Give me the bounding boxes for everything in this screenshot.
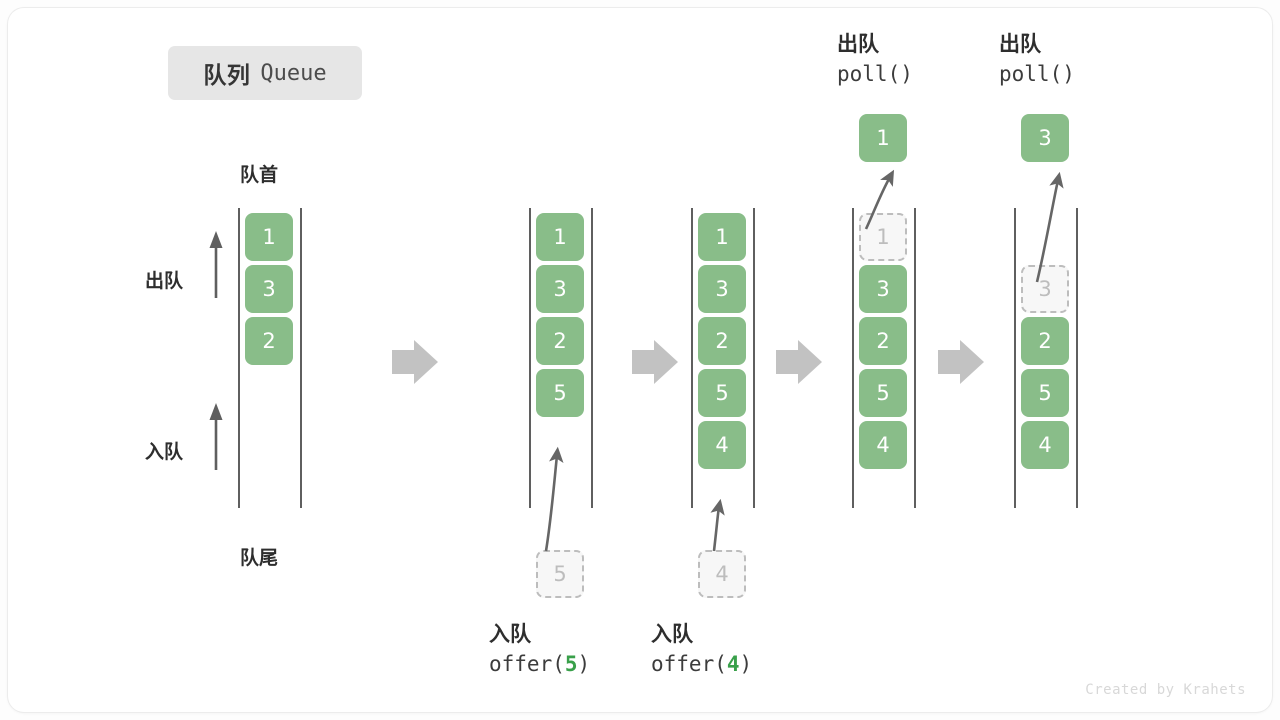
operation-name: 出队 <box>999 33 1041 56</box>
operation-name: 出队 <box>837 33 879 56</box>
diagram-title-badge: 队列 Queue <box>168 46 362 100</box>
queue-element-after-offer-5-3: 5 <box>536 369 584 417</box>
code-prefix: offer( <box>651 651 727 676</box>
queue-element-initial-2: 2 <box>245 317 293 365</box>
title-english: Queue <box>260 60 327 86</box>
queue-rail-left <box>1014 208 1016 508</box>
queue-element-initial-0: 1 <box>245 213 293 261</box>
queue-rail-left <box>238 208 240 508</box>
operation-header-after-poll-1: 出队 poll() <box>837 30 913 90</box>
code-prefix: offer( <box>489 651 565 676</box>
queue-element-after-offer-5-1: 3 <box>536 265 584 313</box>
queue-rail-left <box>529 208 531 508</box>
operation-code: offer(4) <box>651 650 752 680</box>
queue-element-after-poll-3-4: 4 <box>1021 421 1069 469</box>
code-argument: 4 <box>726 651 740 676</box>
queue-element-after-poll-1-4: 4 <box>859 421 907 469</box>
queue-rail-right <box>1076 208 1078 508</box>
queue-head-label: 队首 <box>240 165 279 186</box>
operation-caption-after-offer-5: 入队 offer(5) <box>489 620 590 680</box>
operation-caption-after-offer-4: 入队 offer(4) <box>651 620 752 680</box>
queue-rail-right <box>914 208 916 508</box>
code-suffix: ) <box>577 651 591 676</box>
queue-element-after-poll-3-1: 3 <box>1021 265 1069 313</box>
operation-name: 入队 <box>489 623 531 646</box>
queue-element-after-poll-1-0: 1 <box>859 213 907 261</box>
title-chinese: 队列 <box>203 62 251 88</box>
dequeue-direction-label: 出队 <box>145 271 184 292</box>
queue-rail-left <box>691 208 693 508</box>
queue-element-after-poll-1-3: 5 <box>859 369 907 417</box>
operation-code: poll() <box>837 61 913 86</box>
popped-element-after-poll-1: 1 <box>859 114 907 162</box>
incoming-element-after-offer-4: 4 <box>698 550 746 598</box>
operation-name: 入队 <box>651 623 693 646</box>
queue-element-after-offer-4-3: 5 <box>698 369 746 417</box>
queue-element-after-offer-4-0: 1 <box>698 213 746 261</box>
watermark: Created by Krahets <box>1085 682 1246 698</box>
code-argument: 5 <box>564 651 578 676</box>
queue-element-after-offer-5-0: 1 <box>536 213 584 261</box>
popped-element-after-poll-3: 3 <box>1021 114 1069 162</box>
queue-element-after-offer-4-4: 4 <box>698 421 746 469</box>
queue-element-after-poll-1-1: 3 <box>859 265 907 313</box>
enqueue-direction-label: 入队 <box>145 442 184 463</box>
queue-element-after-poll-3-2: 2 <box>1021 317 1069 365</box>
queue-rail-right <box>300 208 302 508</box>
queue-element-after-offer-5-2: 2 <box>536 317 584 365</box>
code-suffix: ) <box>739 651 753 676</box>
queue-element-after-poll-1-2: 2 <box>859 317 907 365</box>
operation-header-after-poll-3: 出队 poll() <box>999 30 1075 90</box>
queue-rail-left <box>852 208 854 508</box>
incoming-element-after-offer-5: 5 <box>536 550 584 598</box>
operation-code: poll() <box>999 61 1075 86</box>
queue-element-initial-1: 3 <box>245 265 293 313</box>
queue-element-after-poll-3-3: 5 <box>1021 369 1069 417</box>
queue-element-after-offer-4-2: 2 <box>698 317 746 365</box>
operation-code: offer(5) <box>489 650 590 680</box>
diagram-card <box>8 8 1272 712</box>
queue-element-after-offer-4-1: 3 <box>698 265 746 313</box>
queue-rail-right <box>753 208 755 508</box>
queue-tail-label: 队尾 <box>240 548 279 569</box>
queue-rail-right <box>591 208 593 508</box>
